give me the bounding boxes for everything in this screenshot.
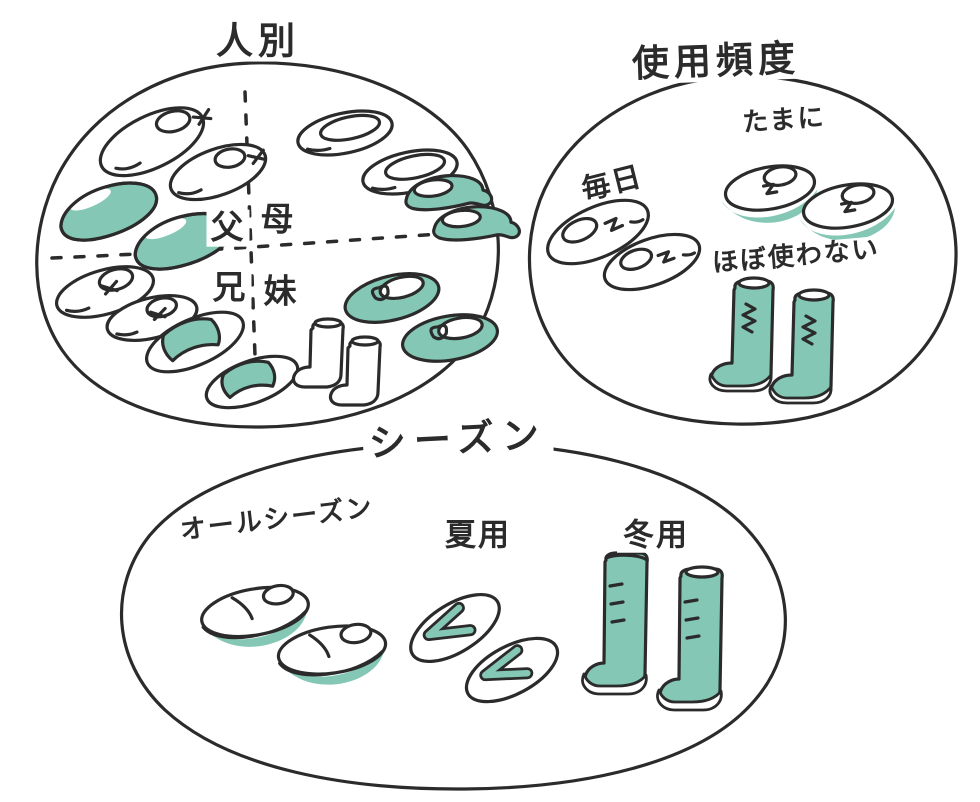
person-group-title: 人別 [210, 22, 306, 62]
quadrant-label-brother: 兄 [208, 269, 252, 307]
person-circle [35, 61, 500, 429]
brother-slides-icon [144, 310, 300, 410]
quadrant-label-sister: 妹 [259, 273, 303, 311]
sister-shoes-icon [343, 272, 500, 363]
season-label-winter: 冬用 [617, 520, 695, 553]
season-circle [119, 441, 787, 791]
frequency-circle [527, 74, 958, 426]
quadrant-label-father: 父 [206, 209, 250, 247]
rarely-used-boots-icon [708, 276, 835, 405]
summer-flipflops-icon [409, 592, 560, 704]
occasional-loafers-icon [721, 164, 896, 241]
season-label-summer: 夏用 [439, 520, 517, 553]
season-group-title: シーズン [362, 413, 554, 465]
allseason-shoes-icon [199, 583, 388, 685]
winter-boots-icon [581, 551, 724, 712]
mother-heels-icon [404, 174, 521, 242]
frequency-group-title: 使用頻度 [625, 37, 807, 85]
frequency-label-occasionally: たまに [735, 102, 833, 138]
sister-rainboots-icon [291, 317, 382, 407]
daily-sneakers-icon [546, 198, 702, 292]
father-sneakers-icon [98, 106, 268, 202]
quadrant-label-mother: 母 [256, 201, 300, 239]
